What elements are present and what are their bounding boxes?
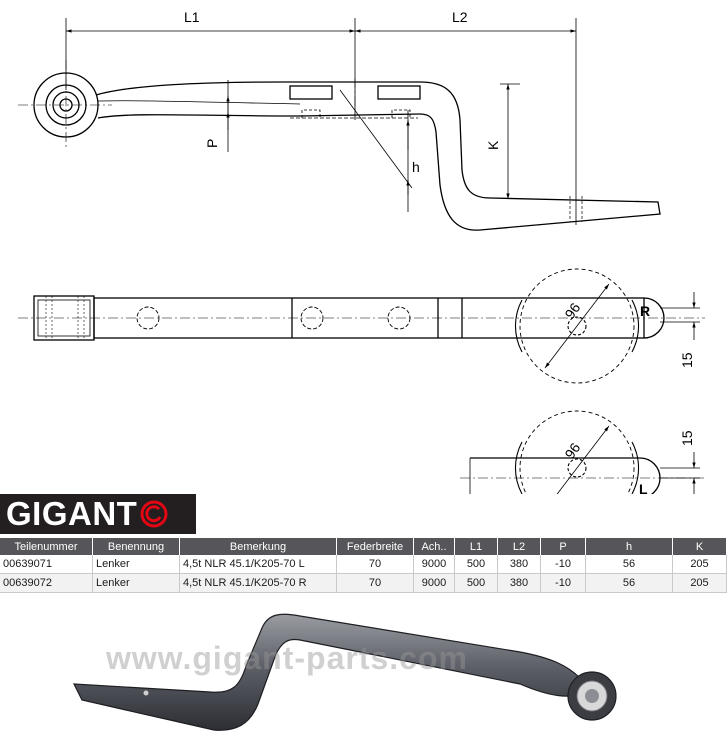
cell-part-number: 00639071 <box>0 555 93 574</box>
technical-drawing: L1 L2 P h K 96 R 15 <box>18 9 705 494</box>
offset-label-bottom: 15 <box>679 430 695 446</box>
col-header: Ach.. <box>413 538 455 555</box>
k-label: K <box>485 140 501 150</box>
cell-axle: 9000 <box>413 573 455 593</box>
p-label: P <box>204 139 220 148</box>
cell-p: -10 <box>540 555 586 574</box>
website-watermark: www.gigant-parts.com <box>106 640 468 676</box>
logo-wordmark: GIGANT <box>6 495 138 532</box>
col-header: Bemerkung <box>179 538 337 555</box>
detail-circle-top <box>519 268 635 384</box>
col-header: Teilenummer <box>0 538 93 555</box>
l1-label: L1 <box>184 9 200 25</box>
col-header: K <box>672 538 727 555</box>
product-photo <box>72 613 617 731</box>
arm-profile <box>95 81 661 231</box>
cell-remark: 4,5t NLR 45.1/K205-70 R <box>179 573 337 593</box>
cell-name: Lenker <box>92 555 180 574</box>
table-header-row: Teilenummer Benennung Bemerkung Federbre… <box>0 538 727 555</box>
cell-axle: 9000 <box>413 555 455 574</box>
cell-remark: 4,5t NLR 45.1/K205-70 L <box>179 555 337 574</box>
cell-k: 205 <box>672 555 727 574</box>
cell-h: 56 <box>585 555 673 574</box>
col-header: L2 <box>497 538 541 555</box>
col-header: L1 <box>454 538 498 555</box>
table-row: 00639071 Lenker 4,5t NLR 45.1/K205-70 L … <box>0 555 727 574</box>
l2-label: L2 <box>452 9 468 25</box>
h-label: h <box>412 159 420 175</box>
left-detail-view <box>460 410 705 494</box>
cell-spring-width: 70 <box>336 555 414 574</box>
cell-l2: 380 <box>497 555 541 574</box>
cell-l2: 380 <box>497 573 541 593</box>
cell-l1: 500 <box>454 555 498 574</box>
gigant-logo: GIGANT <box>0 494 196 534</box>
brand-mark-icon <box>140 500 168 528</box>
cell-h: 56 <box>585 573 673 593</box>
top-view <box>18 268 705 384</box>
offset-label-top: 15 <box>679 352 695 368</box>
side-right-label: R <box>640 303 650 319</box>
col-header: Benennung <box>92 538 180 555</box>
side-left-label: L <box>639 481 648 494</box>
col-header: P <box>540 538 586 555</box>
col-header: h <box>585 538 673 555</box>
detail-circle-bottom <box>519 410 635 494</box>
cell-k: 205 <box>672 573 727 593</box>
side-view <box>18 18 661 231</box>
cell-p: -10 <box>540 573 586 593</box>
table-row: 00639072 Lenker 4,5t NLR 45.1/K205-70 R … <box>0 573 727 593</box>
spec-table: Teilenummer Benennung Bemerkung Federbre… <box>0 538 727 593</box>
cell-spring-width: 70 <box>336 573 414 593</box>
col-header: Federbreite <box>336 538 414 555</box>
cell-name: Lenker <box>92 573 180 593</box>
cell-l1: 500 <box>454 573 498 593</box>
cell-part-number: 00639072 <box>0 573 93 593</box>
diameter-label-top: 96 <box>561 300 583 322</box>
